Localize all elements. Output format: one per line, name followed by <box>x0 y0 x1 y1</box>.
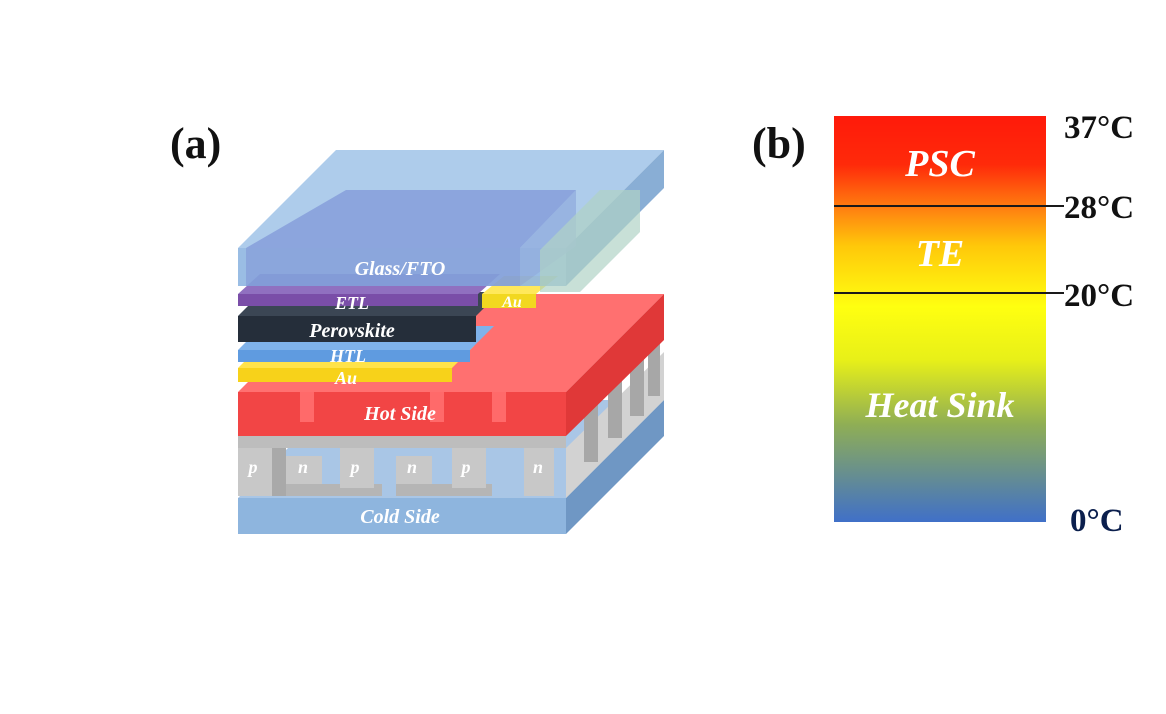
temp-label-28: 28°C <box>1064 190 1135 226</box>
au-top-label: Au <box>501 294 522 311</box>
au-bottom-label: Au <box>334 368 357 388</box>
gradient-fill <box>834 116 1046 522</box>
htl-label: HTL <box>329 346 366 366</box>
leg-label: n <box>407 457 417 477</box>
hot-side-label: Hot Side <box>363 403 436 425</box>
temp-label-37: 37°C <box>1064 110 1135 146</box>
temperature-gradient-bar <box>834 116 1046 522</box>
cold-side-label: Cold Side <box>360 506 440 528</box>
perovskite-label: Perovskite <box>308 320 395 342</box>
temp-label-0: 0°C <box>1070 503 1124 539</box>
psc-zone-label: PSC <box>905 143 975 185</box>
leg-label: p <box>247 457 258 477</box>
panel-a-label: (a) <box>170 119 222 168</box>
leg-label: p <box>349 457 360 477</box>
glass-fto-layer <box>238 150 664 292</box>
panel-b-label: (b) <box>752 119 806 168</box>
glass-fto-label: Glass/FTO <box>355 258 446 280</box>
leg-label: p <box>460 457 471 477</box>
temp-label-20: 20°C <box>1064 278 1135 314</box>
te-zone-label: TE <box>915 233 965 275</box>
tick-lines <box>1046 205 1064 294</box>
etl-label: ETL <box>334 293 369 313</box>
heat-sink-zone-label: Heat Sink <box>865 385 1015 425</box>
leg-label: n <box>533 457 543 477</box>
leg-label: n <box>298 457 308 477</box>
